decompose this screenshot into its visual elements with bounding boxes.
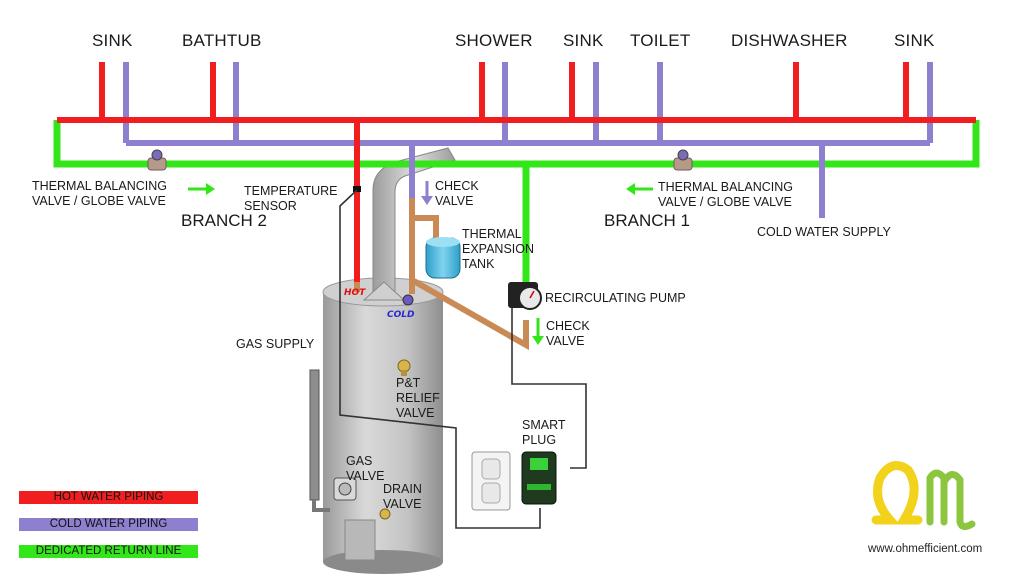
fixture-label-dishwasher: DISHWASHER [731, 31, 848, 50]
drain-valve [379, 508, 391, 520]
cold-inlet-tag: COLD [387, 310, 415, 320]
label-drain-valve: DRAIN VALVE [383, 482, 422, 511]
expansion-tank [425, 237, 461, 279]
website-url: www.ohmefficient.com [868, 543, 983, 555]
flue-pipe [362, 147, 456, 301]
label-gas-supply: GAS SUPPLY [236, 337, 315, 351]
label-check-valve-top: CHECK VALVE [435, 179, 479, 208]
wall-outlet [471, 451, 511, 511]
arrow-down-icon [532, 318, 544, 345]
return-line [53, 120, 980, 282]
label-recirculating-pump: RECIRCULATING PUMP [545, 291, 686, 305]
legend-swatch-cold [19, 518, 198, 531]
label-branch-1: BRANCH 1 [604, 211, 690, 230]
fixture-label-sink: SINK [563, 31, 604, 50]
balancing-valve-left [147, 149, 167, 171]
label-thermal-balancing-right: THERMAL BALANCING VALVE / GLOBE VALVE [658, 180, 793, 209]
temperature-sensor [339, 186, 541, 529]
fixture-label-sink: SINK [894, 31, 935, 50]
label-branch-2: BRANCH 2 [181, 211, 267, 230]
cold-water-line [123, 62, 933, 218]
gas-supply-pipe [309, 369, 330, 512]
burner-access-panel [344, 519, 376, 561]
pt-relief-valve [397, 359, 411, 376]
recirculating-pump [508, 282, 542, 310]
label-check-valve-bottom: CHECK VALVE [546, 319, 590, 348]
label-gas-valve: GAS VALVE [346, 454, 385, 483]
legend-return-line: DEDICATED RETURN LINE [35, 545, 182, 557]
hot-water-line [57, 62, 976, 282]
label-cold-water-supply: COLD WATER SUPPLY [757, 225, 891, 239]
gas-valve [333, 477, 357, 501]
arrow-left-icon [626, 183, 653, 195]
hot-outlet-tag: HOT [344, 288, 366, 298]
fixture-label-shower: SHOWER [455, 31, 533, 50]
label-smart-plug: SMART PLUG [522, 418, 566, 447]
balancing-valve-right [673, 149, 693, 171]
pump-power-cable [511, 308, 587, 469]
arrow-right-icon [188, 183, 215, 195]
arrow-down-icon [421, 181, 433, 205]
water-heater [322, 277, 444, 574]
fixture-label-toilet: TOILET [630, 31, 691, 50]
legend-swatch-return [19, 545, 198, 558]
label-pt-relief-valve: P&T RELIEF VALVE [396, 376, 440, 420]
fixture-label-sink: SINK [92, 31, 133, 50]
label-temperature-sensor: TEMPERATURE SENSOR [244, 184, 338, 213]
smart-plug [521, 451, 557, 505]
cold-inlet-fitting [402, 294, 414, 306]
label-thermal-balancing-left: THERMAL BALANCING VALVE / GLOBE VALVE [32, 179, 167, 208]
label-thermal-expansion-tank: THERMAL EXPANSION TANK [462, 227, 535, 271]
ohmefficient-logo [871, 461, 976, 531]
legend-hot-water: HOT WATER PIPING [53, 491, 164, 503]
legend-cold-water: COLD WATER PIPING [49, 518, 168, 530]
legend-swatch-hot [19, 491, 198, 504]
fixture-label-bathtub: BATHTUB [182, 31, 262, 50]
